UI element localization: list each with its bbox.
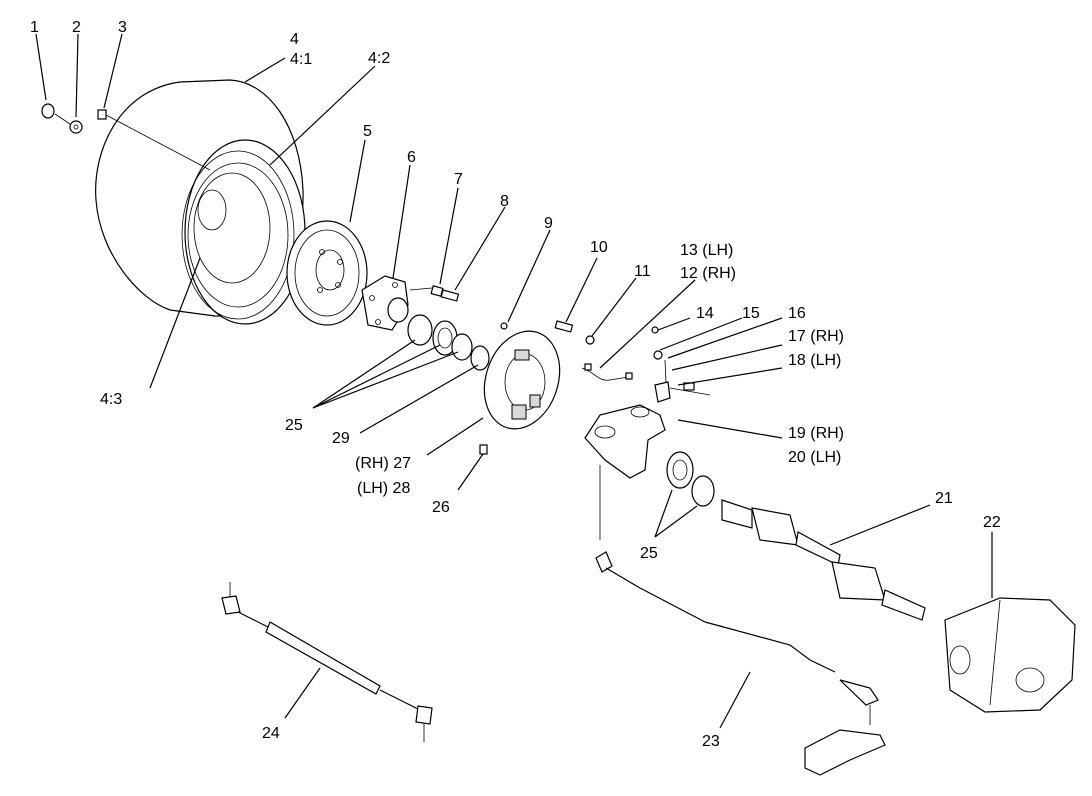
part-9 <box>500 322 508 330</box>
callout-7: 7 <box>454 171 463 188</box>
differential <box>944 597 1076 713</box>
callout-12-rh: 12 (RH) <box>680 265 736 282</box>
callout-14: 14 <box>696 305 714 322</box>
tie-rod-24 <box>221 582 433 742</box>
hub <box>361 275 409 331</box>
callout-labels: 1 2 3 4 4:1 4:2 5 6 7 8 9 10 11 13 (LH) … <box>30 19 1001 750</box>
callout-11: 11 <box>634 263 651 280</box>
callout-24: 24 <box>262 725 280 742</box>
callout-10: 10 <box>590 239 608 256</box>
lug-nut <box>41 103 55 119</box>
callout-4-2: 4:2 <box>368 50 390 67</box>
callout-8: 8 <box>500 193 509 210</box>
callout-18-lh: 18 (LH) <box>788 352 841 369</box>
callout-16: 16 <box>788 305 806 322</box>
brake-drum <box>286 220 368 326</box>
callout-9: 9 <box>544 215 553 232</box>
callout-28-lh: (LH) 28 <box>357 480 410 497</box>
backing-plate <box>479 322 561 455</box>
callout-25-b: 25 <box>640 545 658 562</box>
callout-22: 22 <box>983 514 1001 531</box>
callout-4-1: 4:1 <box>290 51 312 68</box>
callout-23: 23 <box>702 733 720 750</box>
bolt-8 <box>440 289 460 302</box>
tire-sidewall <box>184 139 306 325</box>
wheel-assembly <box>95 79 306 325</box>
callout-2: 2 <box>72 19 81 36</box>
bearing-set-outer <box>407 314 490 371</box>
callout-29: 29 <box>332 430 350 447</box>
bolt-7 <box>430 285 444 297</box>
callout-27-rh: (RH) 27 <box>355 455 411 472</box>
tie-rod-23 <box>595 551 879 725</box>
callout-1: 1 <box>30 19 39 36</box>
callout-15: 15 <box>742 305 760 322</box>
callout-17-rh: 17 (RH) <box>788 328 844 345</box>
bearing-inner-1 <box>666 451 694 489</box>
callout-4-3: 4:3 <box>100 391 122 408</box>
bolt-10 <box>554 320 574 333</box>
pitman-arm <box>804 729 886 776</box>
rim-inner <box>193 172 271 284</box>
callout-3: 3 <box>118 19 127 36</box>
callout-19-rh: 19 (RH) <box>788 425 844 442</box>
rim-hub <box>197 189 227 231</box>
callout-4: 4 <box>290 31 299 48</box>
lug-hardware <box>41 103 211 171</box>
callout-5: 5 <box>363 123 372 140</box>
stud <box>97 109 107 120</box>
rim-outer <box>187 162 289 308</box>
washer <box>69 120 83 134</box>
callout-25-a: 25 <box>285 417 303 434</box>
steering-knuckle <box>584 404 666 540</box>
nut-11 <box>585 335 595 345</box>
callout-21: 21 <box>935 490 953 507</box>
bearing-inner-2 <box>691 475 715 507</box>
callout-26: 26 <box>432 499 450 516</box>
callout-6: 6 <box>407 149 416 166</box>
callout-13-lh: 13 (LH) <box>680 242 733 259</box>
fitting-26 <box>479 444 488 455</box>
leader-lines <box>35 33 993 729</box>
callout-20-lh: 20 (LH) <box>788 449 841 466</box>
drive-shaft <box>721 499 926 621</box>
